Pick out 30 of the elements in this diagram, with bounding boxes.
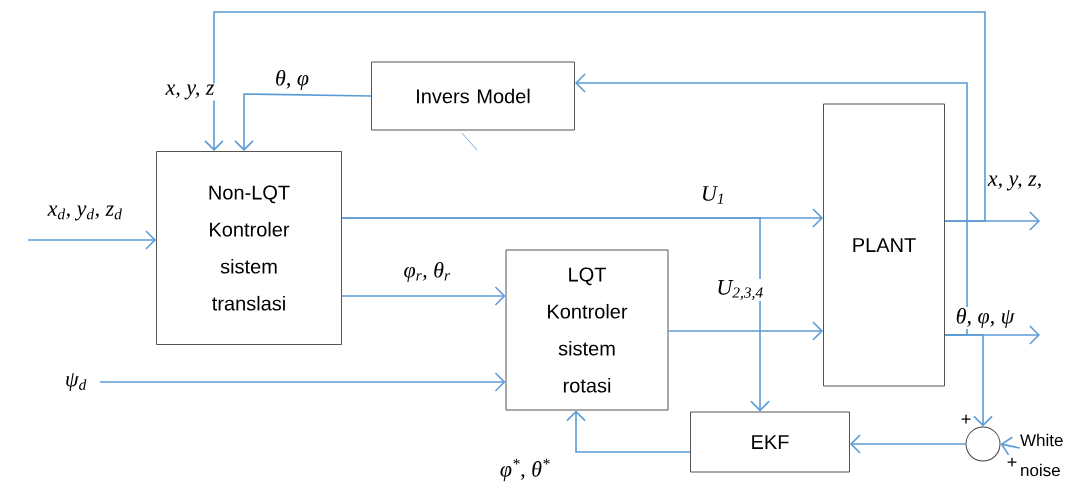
signal-label: U$_{1}$ (699, 185, 727, 205)
signal-label: θ, φ, ψ (954, 306, 1016, 330)
block-box: LQT Kontroler sistem rotasi (505, 249, 669, 411)
signal-label: U$_{2,3,4}$ (715, 279, 765, 301)
summing-junction (965, 426, 1001, 462)
signal-label: φ$_{r}$, θ$_{r}$ (402, 260, 452, 284)
signal-label: θ, φ (274, 68, 310, 92)
arrow (667, 321, 824, 341)
signal-label: x, y, z, (986, 174, 1044, 192)
arrow (99, 372, 506, 392)
arrow (341, 217, 770, 412)
signal-label: ψ$_{d}$ (63, 372, 88, 392)
noise-source-label: White noise (1020, 433, 1063, 477)
arrow (341, 286, 506, 306)
signal-label: φ$^{*}$, θ$^{*}$ (498, 457, 552, 483)
arrow (574, 73, 968, 336)
arrow (944, 334, 993, 427)
arrow (234, 93, 372, 152)
block-box: Non-LQT Kontroler sistem translasi (156, 151, 342, 345)
sign-label: + (961, 414, 971, 424)
block-box: EKF (690, 411, 850, 473)
block-box: PLANT (823, 103, 945, 387)
arrow (27, 230, 157, 250)
signal-label: x, y, z (164, 83, 216, 101)
arrow (566, 410, 691, 453)
arrow (849, 434, 967, 454)
arrow (204, 11, 986, 222)
sign-label: + (1007, 457, 1017, 467)
signal-label: x$_{d}$, y$_{d}$, z$_{d}$ (46, 204, 124, 222)
block-box: Invers Model (371, 61, 575, 131)
